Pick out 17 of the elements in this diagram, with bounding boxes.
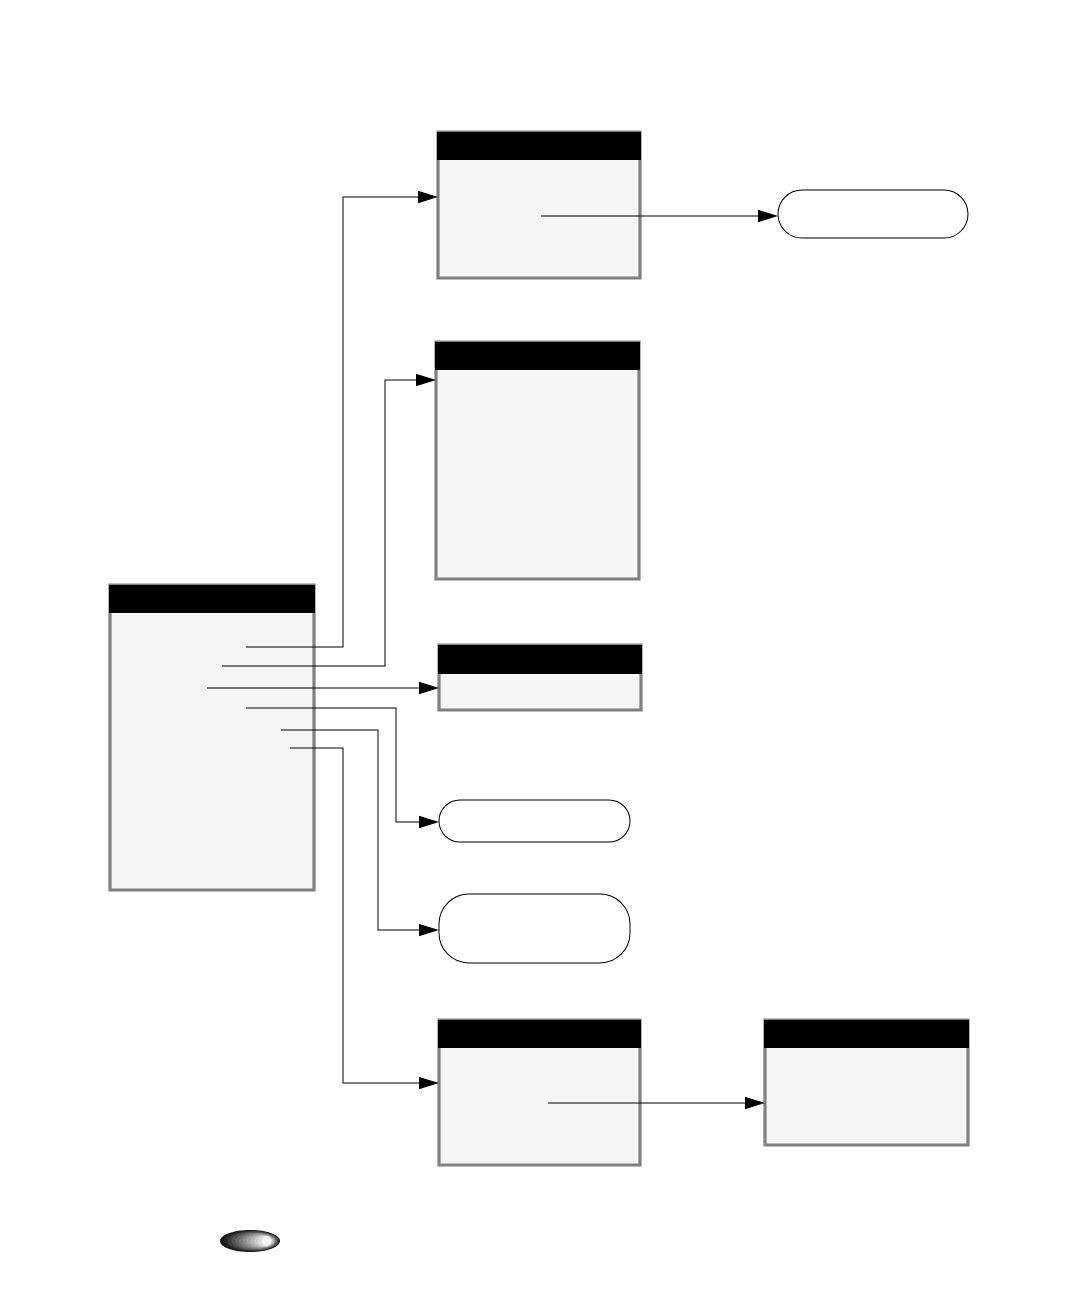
panel-box — [108, 583, 316, 892]
panel-box — [437, 1018, 642, 1167]
rounded-box — [438, 893, 631, 964]
panel-box — [763, 1018, 970, 1147]
panel-box — [434, 340, 641, 581]
panel-box — [436, 130, 642, 280]
arrow — [540, 210, 777, 222]
panel-box — [437, 643, 643, 712]
arrow — [221, 374, 435, 667]
rounded-box — [777, 189, 969, 239]
arrow — [547, 1097, 764, 1109]
arrow — [289, 747, 438, 1089]
arrow — [280, 729, 438, 936]
arrow — [206, 682, 438, 694]
arrow — [245, 191, 437, 648]
rounded-box — [438, 799, 631, 843]
arrow — [245, 707, 438, 828]
